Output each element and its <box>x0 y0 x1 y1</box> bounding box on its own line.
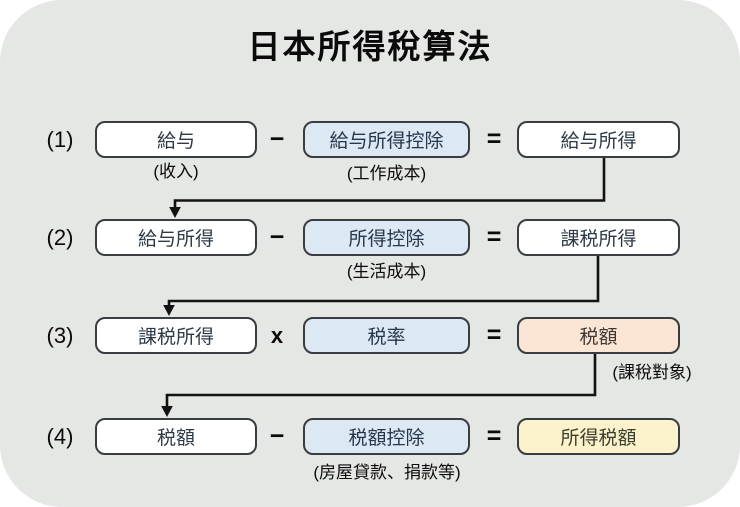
row1-number: (1) <box>46 126 74 152</box>
minus-operator-row1: − <box>269 125 285 153</box>
minus-operator-row2: − <box>269 223 285 251</box>
equals-operator-row1: = <box>486 125 502 153</box>
row4-number: (4) <box>46 423 74 449</box>
box-salary: 給与 <box>95 121 257 158</box>
box-tax-amount: 税額 <box>517 317 680 354</box>
note-tax-target: (課稅對象) <box>612 363 692 382</box>
box-taxable-income-input: 課税所得 <box>95 317 257 354</box>
minus-operator-row4: − <box>269 422 285 450</box>
note-work-cost: (工作成本) <box>346 164 427 183</box>
arrowhead-row4 <box>161 406 173 417</box>
box-salary-income: 給与所得 <box>517 121 680 158</box>
box-income-tax-amount: 所得税額 <box>517 418 680 455</box>
box-tax-rate: 税率 <box>303 317 470 354</box>
note-living-cost: (生活成本) <box>346 262 427 281</box>
equals-operator-row2: = <box>486 223 502 251</box>
box-salary-income-input: 給与所得 <box>95 219 257 256</box>
diagram-title: 日本所得稅算法 <box>247 28 493 65</box>
box-tax-amount-input: 税額 <box>95 418 257 455</box>
box-tax-credit: 税額控除 <box>303 418 470 455</box>
box-income-deduction: 所得控除 <box>303 219 470 256</box>
equals-operator-row3: = <box>486 321 502 349</box>
arrowhead-row2 <box>169 207 181 218</box>
arrowhead-row3 <box>163 305 175 316</box>
box-salary-income-deduction: 給与所得控除 <box>303 121 470 158</box>
box-taxable-income: 課税所得 <box>517 219 680 256</box>
arrow-row3-to-row4 <box>165 354 597 408</box>
equals-operator-row4: = <box>486 422 502 450</box>
multiply-operator-row3: x <box>270 322 284 348</box>
row2-number: (2) <box>46 224 74 250</box>
note-deduction-examples: (房屋貸款、捐款等) <box>313 463 461 482</box>
row3-number: (3) <box>46 322 74 348</box>
note-income: (收入) <box>153 162 199 181</box>
